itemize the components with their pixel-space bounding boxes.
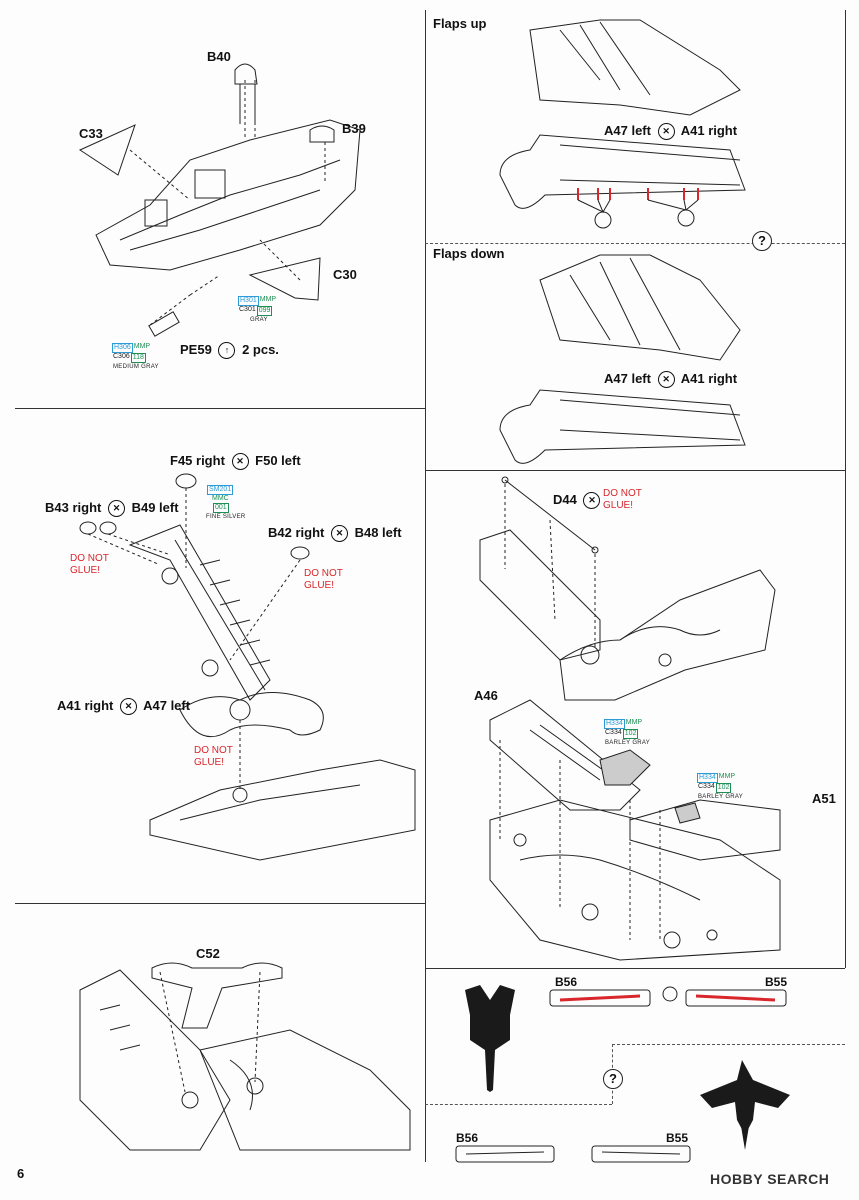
pylon-divider-2 [425,1104,612,1105]
b56-bottom-label: B56 [456,1131,479,1145]
a51-label: A51 [812,791,836,806]
do-not-glue-note: DO NOT GLUE! [603,488,642,511]
flaps-divider [425,243,845,244]
divider-left-top [15,408,425,409]
page-number: 6 [17,1166,25,1181]
aircraft-silhouettes [465,985,790,1150]
a46-label: A46 [474,688,498,703]
glue-cross-icon: ✕ [231,453,249,471]
b42-b48-label: B42 right ✕ B48 left [268,525,402,543]
f45-label: F45 right [170,453,225,468]
pe59-count: 2 pcs. [242,342,279,357]
glue-cross-icon: ✕ [657,123,675,141]
glue-cross-icon: ✕ [657,371,675,389]
do-not-glue-note: DO NOT GLUE! [194,745,233,768]
flaps-up-title: Flaps up [433,16,487,31]
flaps-up-a41: A41 right [680,123,738,138]
part-label-b40: B40 [207,49,231,64]
pe59-text: PE59 [180,342,212,357]
glue-cross-icon: ✕ [107,500,125,518]
glue-cross-icon: ✕ [119,698,137,716]
part-label-b39: B39 [342,121,366,136]
a47-label: A47 left [143,698,191,713]
flaps-down-parts: A47 left ✕ A41 right [604,371,738,389]
watermark-logo: HOBBY SEARCH [710,1171,830,1187]
flaps-up-parts: A47 left ✕ A41 right [604,123,738,141]
divider-right-bottom [425,968,845,969]
a41-a47-label: A41 right ✕ A47 left [57,698,191,716]
question-icon: ? [603,1069,623,1089]
divider-left-bottom [15,903,425,904]
d44-text: D44 [553,492,577,507]
flaps-up-a47: A47 left [604,123,651,138]
b55-top-label: B55 [765,975,788,989]
flaps-down-title: Flaps down [433,246,505,261]
c52-label: C52 [196,946,220,961]
page-right-border [845,10,846,968]
f50-label: F50 left [255,453,301,468]
part-label-pe59: PE59 ↑ 2 pcs. [180,342,279,360]
do-not-glue-note: DO NOT GLUE! [70,553,109,576]
b48-label: B48 left [354,525,402,540]
a41-label: A41 right [57,698,114,713]
fold-icon: ↑ [218,342,236,360]
b43-label: B43 right [45,500,102,515]
flaps-down-a41: A41 right [680,371,738,386]
part-label-c33: C33 [79,126,103,141]
question-icon: ? [752,231,772,251]
divider-right-top [425,470,845,471]
f45-f50-label: F45 right ✕ F50 left [170,453,301,471]
glue-cross-icon: ✕ [330,525,348,543]
glue-cross-icon: ✕ [583,492,601,510]
part-label-c30: C30 [333,267,357,282]
flaps-down-a47: A47 left [604,371,651,386]
b42-label: B42 right [268,525,325,540]
center-divider [425,10,426,1162]
pylon-divider [612,1044,845,1045]
d44-label: D44 ✕ [553,492,603,510]
b56-top-label: B56 [555,975,578,989]
paint-code-f45: SM201 MMC 001 FINE SILVER [206,485,246,520]
b43-b49-label: B43 right ✕ B49 left [45,500,179,518]
do-not-glue-note: DO NOT GLUE! [304,568,343,591]
b55-bottom-label: B55 [666,1131,689,1145]
b49-label: B49 left [131,500,179,515]
